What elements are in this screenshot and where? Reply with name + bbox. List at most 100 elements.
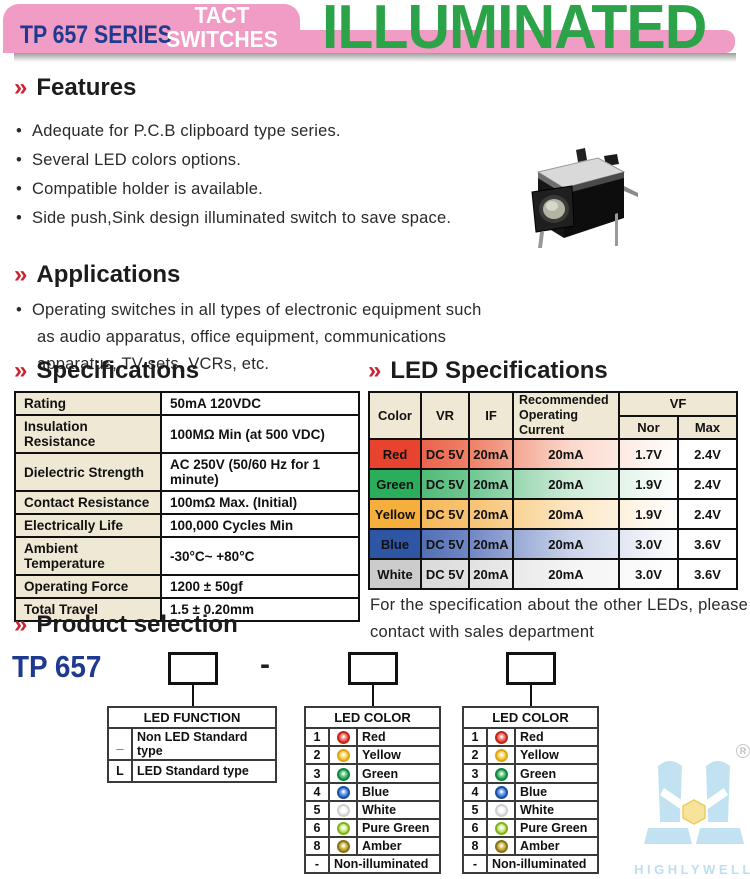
spec-label: Rating (14, 391, 162, 416)
led-col-nor: Nor (618, 414, 679, 440)
led-color-title: LED COLOR (462, 706, 599, 729)
chevron-icon: » (14, 74, 28, 101)
led-color-row: 4 Blue (462, 781, 599, 802)
feature-item: •Several LED colors options. (16, 146, 451, 175)
led-color-header: LED COLOR (304, 706, 441, 729)
color-code: 2 (304, 745, 330, 766)
color-code: 1 (304, 726, 330, 748)
bullet-icon: • (16, 180, 22, 198)
color-name: White (356, 799, 441, 821)
color-code: 1 (462, 726, 488, 748)
led-dot-white-icon (336, 804, 350, 818)
led-rec: 20mA (512, 468, 620, 500)
application-line: as audio apparatus, office equipment, co… (37, 328, 447, 346)
led-dot-white-icon (494, 804, 508, 818)
led-color-row: 8 Amber (462, 836, 599, 857)
color-dot-cell (486, 818, 516, 839)
color-code: - (304, 854, 330, 875)
led-nor: 1.9V (618, 498, 679, 530)
led-rec: 20mA (512, 498, 620, 530)
color-name: Blue (514, 781, 599, 802)
features-title: Features (36, 74, 137, 101)
application-line: • Operating switches in all types of elec… (16, 297, 481, 324)
color-name: Green (514, 763, 599, 784)
led-color-name: Red (368, 438, 422, 470)
color-code: 3 (304, 763, 330, 784)
led-color-name: Blue (368, 528, 422, 560)
led-col-color: Color (368, 391, 422, 440)
spec-label: Dielectric Strength (14, 452, 162, 492)
function-label: LED Standard type (131, 759, 277, 783)
color-dot-cell (328, 745, 358, 766)
led-col-vf: VF (618, 391, 738, 417)
led-rec: 20mA (512, 438, 620, 470)
led-dot-blue-icon (494, 785, 508, 799)
specifications-title: Specifications (36, 357, 200, 384)
color-dot-cell (486, 745, 516, 766)
color-code: 5 (462, 799, 488, 821)
connector-line (530, 685, 532, 706)
led-if: 20mA (468, 438, 514, 470)
led-col-max: Max (677, 414, 738, 440)
spec-label: Total Travel (14, 597, 162, 622)
color-code: 6 (462, 818, 488, 839)
led-row-yellow: Yellow DC 5V 20mA 20mA 1.9V 2.4V (368, 498, 738, 530)
led-nor: 1.9V (618, 468, 679, 500)
spec-row: Ambient Temperature-30°C~ +80°C (14, 536, 360, 576)
led-function-row: _ Non LED Standard type (107, 727, 277, 761)
feature-text: Side push,Sink design illuminated switch… (31, 209, 452, 227)
led-if: 20mA (468, 468, 514, 500)
led-function-title: LED FUNCTION (107, 706, 277, 729)
color-name: Yellow (356, 745, 441, 766)
function-code: _ (107, 727, 133, 761)
spec-value: 100MΩ Min (at 500 VDC) (160, 414, 360, 454)
led-color-row: -Non-illuminated (462, 854, 599, 875)
code-dash: - (260, 648, 270, 681)
led-row-blue: Blue DC 5V 20mA 20mA 3.0V 3.6V (368, 528, 738, 560)
led-row-red: Red DC 5V 20mA 20mA 1.7V 2.4V (368, 438, 738, 470)
header-shadow (14, 53, 736, 62)
led-vr: DC 5V (420, 498, 470, 530)
led-color-name: Green (368, 468, 422, 500)
color-code: 4 (462, 781, 488, 802)
logo-mark-icon (644, 761, 744, 844)
color-dot-cell (486, 763, 516, 784)
header-band (3, 4, 300, 53)
feature-text: Several LED colors options. (31, 151, 241, 169)
color-dot-cell (328, 763, 358, 784)
function-code: L (107, 759, 133, 783)
product-title-line2: SWITCHES (166, 26, 278, 52)
color-code: 8 (462, 836, 488, 857)
color-name: Non-illuminated (486, 854, 599, 875)
led-dot-green-icon (494, 767, 508, 781)
chevron-icon: » (14, 261, 28, 288)
spec-value: 1.5 ± 0.20mm (160, 597, 360, 622)
color-dot-cell (328, 726, 358, 748)
color-name: Amber (514, 836, 599, 857)
code-box-led-color-2 (506, 652, 556, 685)
led-note: For the specification about the other LE… (370, 592, 748, 646)
led-max: 2.4V (677, 438, 738, 470)
application-text: Operating switches in all types of elect… (31, 301, 482, 319)
spec-value: 100,000 Cycles Min (160, 513, 360, 538)
led-dot-yellow-icon (336, 749, 350, 763)
rec-line1: Recommended (519, 393, 609, 407)
led-color-row: -Non-illuminated (304, 854, 441, 875)
color-name: Yellow (514, 745, 599, 766)
bullet-icon: • (16, 301, 22, 319)
led-dot-yellow-icon (494, 749, 508, 763)
color-name: Green (356, 763, 441, 784)
color-dot-cell (486, 781, 516, 802)
illuminated-banner: ILLUMINATED (322, 0, 707, 62)
